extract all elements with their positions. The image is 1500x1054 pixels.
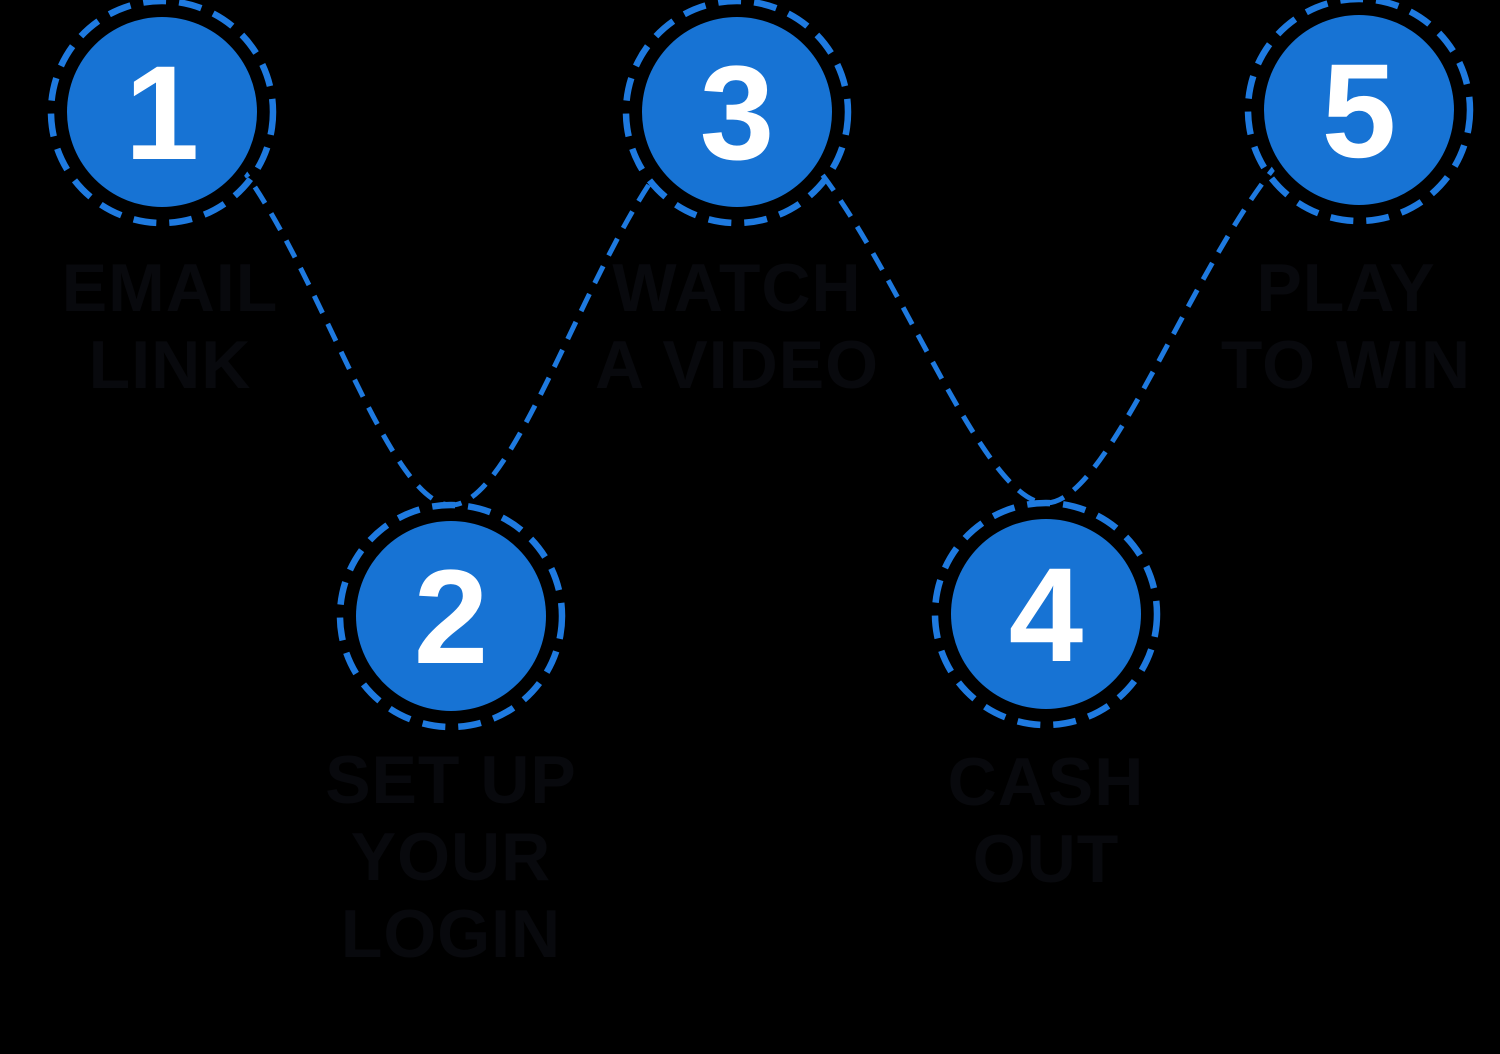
step-3-text-block: WATCH A VIDEO [570, 250, 904, 550]
step-5-number: 5 [1322, 37, 1397, 186]
step-4-marker: 4 [931, 499, 1161, 729]
step-4-circle [951, 519, 1141, 709]
step-2-heading-line2: YOUR LOGIN [340, 818, 562, 972]
step-2-heading: SET UP YOUR LOGIN [238, 742, 664, 972]
step-1-number: 1 [125, 39, 200, 188]
step-4-dashed-ring [931, 499, 1161, 729]
step-4-heading: CASH OUT [876, 744, 1216, 898]
step-1-description [0, 420, 340, 550]
step-2-marker: 2 [336, 501, 566, 731]
step-1-heading-line2: LINK [88, 326, 252, 403]
step-4-number: 4 [1009, 541, 1084, 690]
step-1-marker: 1 [47, 0, 277, 227]
step-3-circle [642, 17, 832, 207]
step-2-text-block: SET UP YOUR LOGIN [238, 742, 664, 1054]
step-5-heading-line2: TO WIN [1220, 326, 1472, 403]
step-2-circle [356, 521, 546, 711]
step-2-number: 2 [414, 543, 489, 692]
step-3-heading-line1: WATCH [612, 250, 862, 326]
step-1-dashed-ring [47, 0, 277, 227]
step-1-heading-line1: EMAIL [61, 250, 279, 326]
step-5-marker: 5 [1244, 0, 1474, 225]
step-5-heading-line1: PLAY [1256, 250, 1436, 326]
step-2-dashed-ring [336, 501, 566, 731]
step-4-heading-line2: OUT [972, 820, 1120, 897]
step-4-text-block: CASH OUT [876, 744, 1216, 1044]
step-3-heading: WATCH A VIDEO [570, 250, 904, 404]
step-1-heading: EMAIL LINK [0, 250, 340, 404]
step-3-heading-line2: A VIDEO [594, 326, 880, 403]
step-2-description [238, 988, 664, 1054]
step-3-marker: 3 [622, 0, 852, 227]
step-3-description [570, 420, 904, 550]
step-5-circle [1264, 15, 1454, 205]
step-5-description [1192, 420, 1500, 550]
step-5-dashed-ring [1244, 0, 1474, 225]
step-3-number: 3 [700, 39, 775, 188]
step-4-description [876, 914, 1216, 1044]
step-5-text-block: PLAY TO WIN [1192, 250, 1500, 550]
step-4-heading-line1: CASH [947, 744, 1145, 820]
step-2-heading-line1: SET UP [325, 742, 577, 818]
step-1-text-block: EMAIL LINK [0, 250, 340, 550]
step-5-heading: PLAY TO WIN [1192, 250, 1500, 404]
step-1-circle [67, 17, 257, 207]
step-3-dashed-ring [622, 0, 852, 227]
